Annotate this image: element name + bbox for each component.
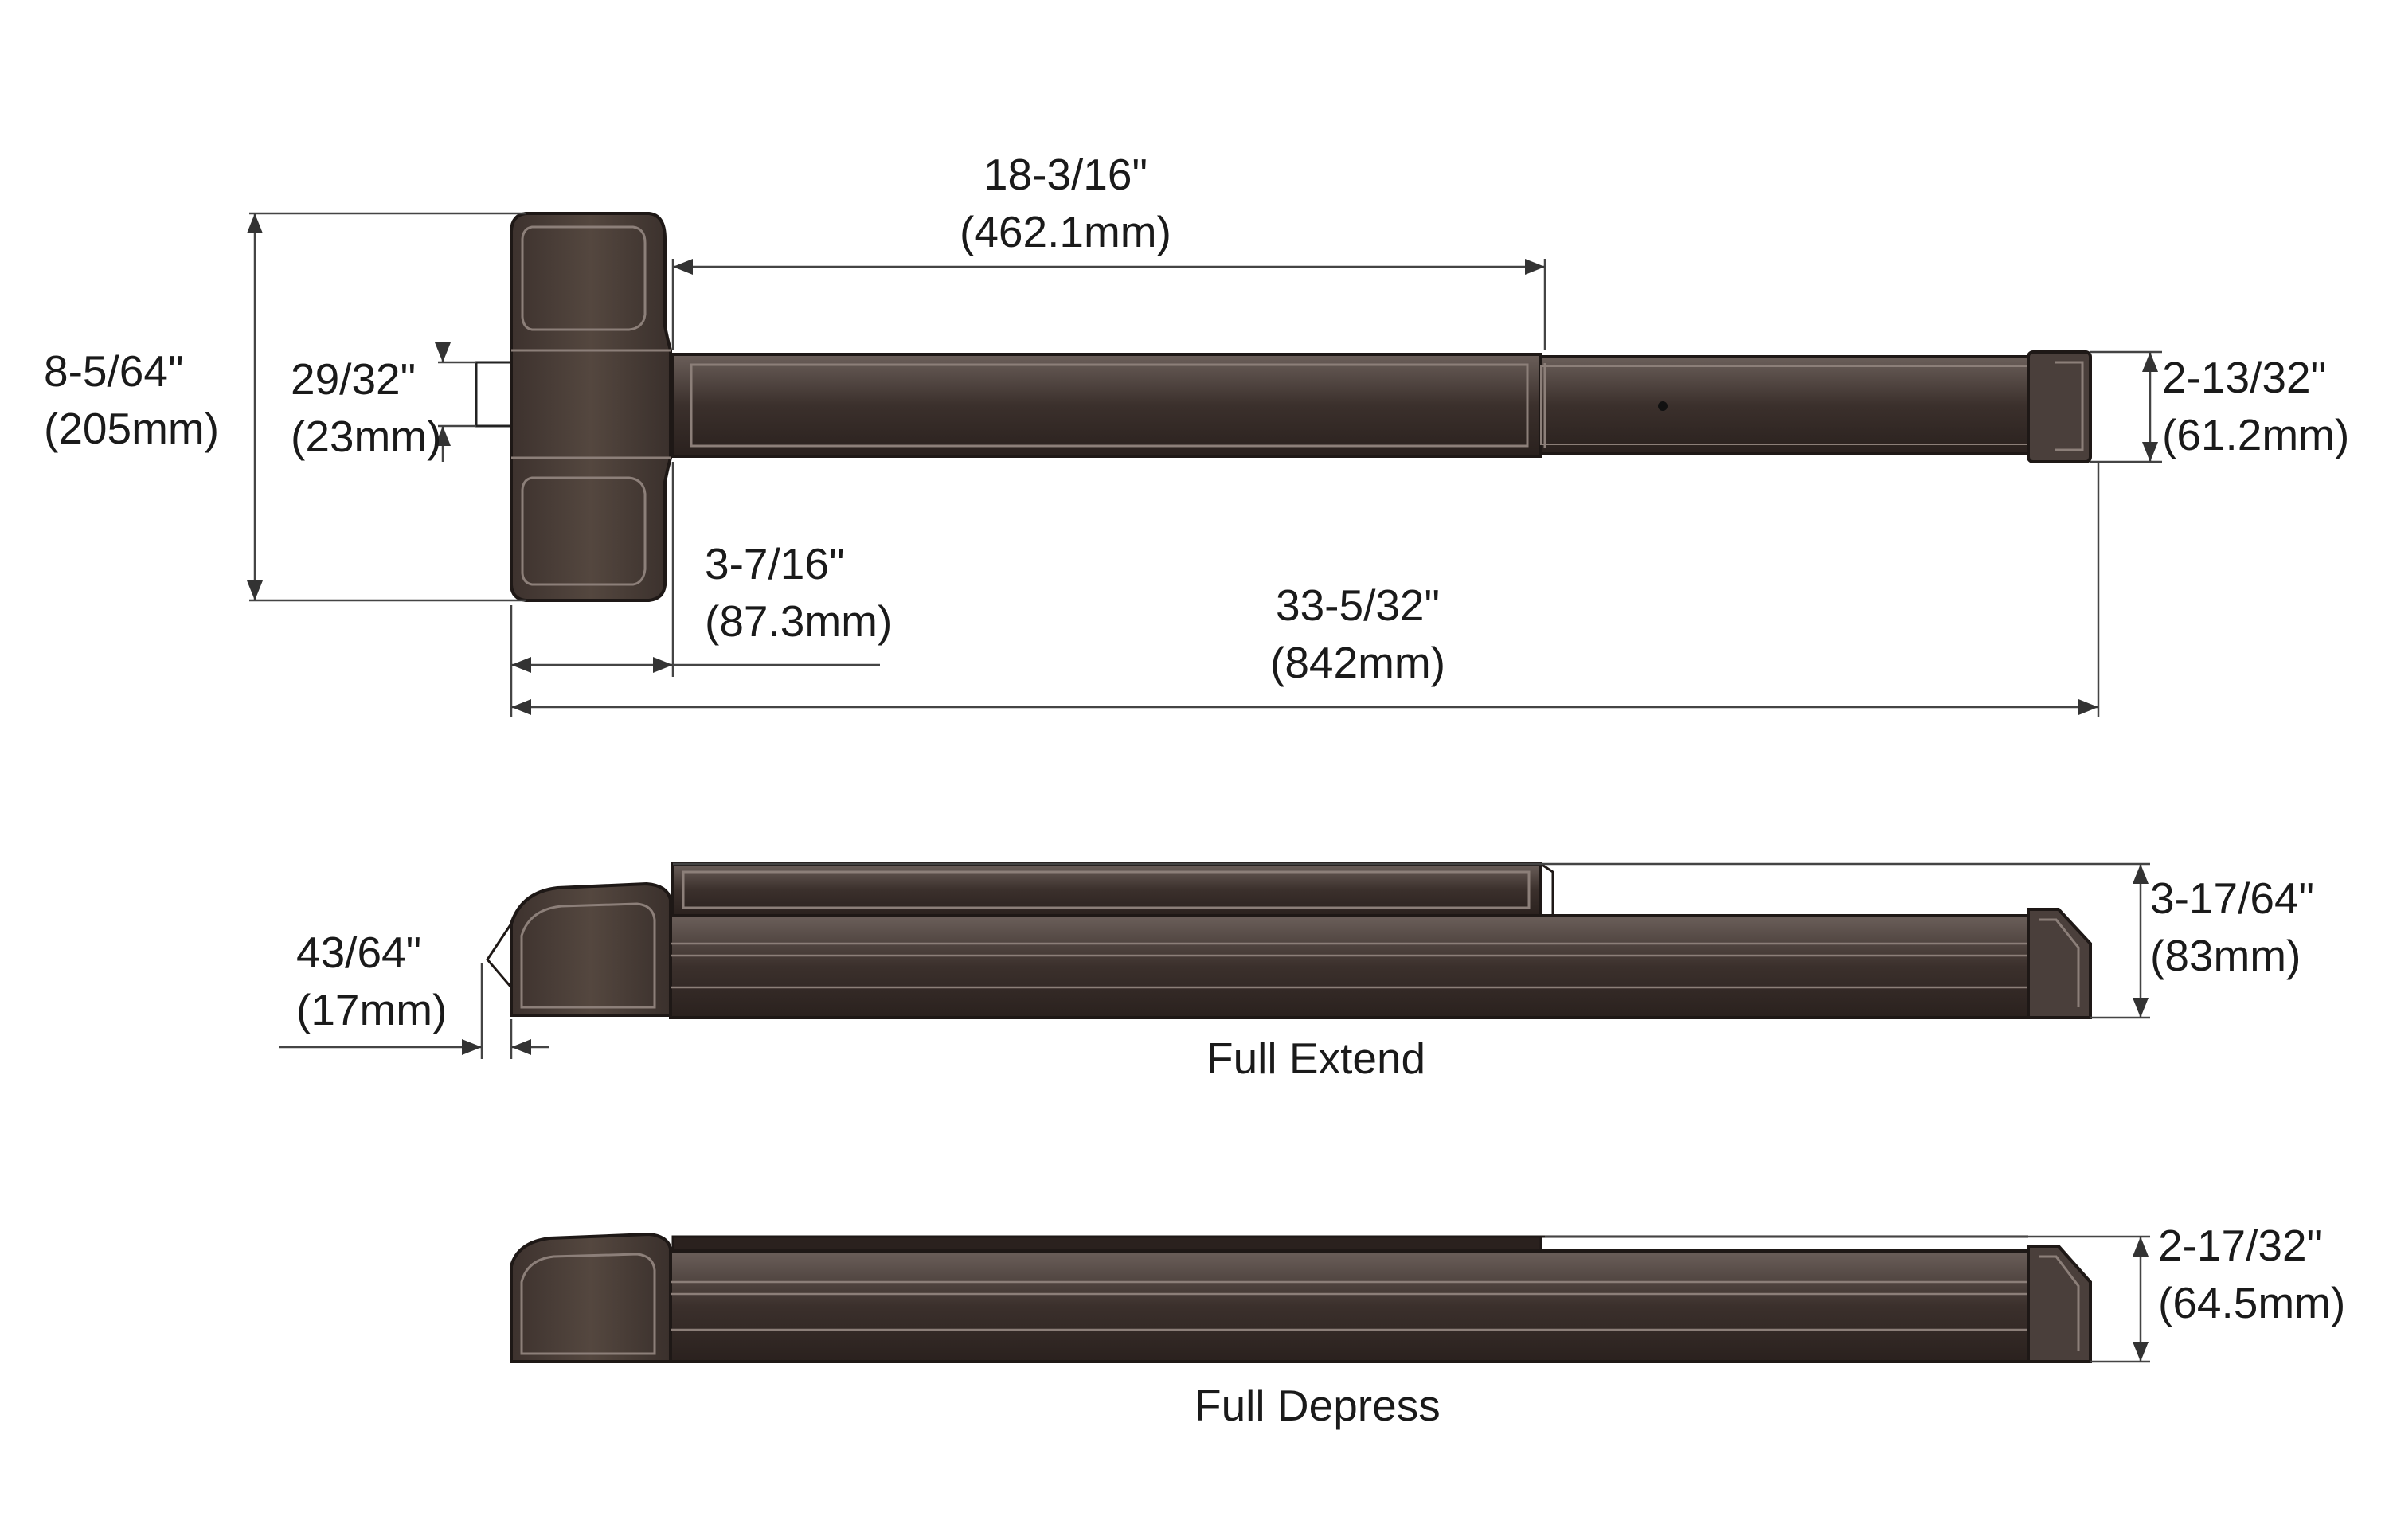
overall-height-mm: (205mm) <box>44 404 220 453</box>
depress-end-cap <box>2027 1245 2092 1363</box>
end-cap-height-in: 2-13/32" <box>2162 353 2327 402</box>
extend-height-in: 3-17/64" <box>2150 874 2315 923</box>
rail-segment-mm: (462.1mm) <box>960 207 1171 256</box>
end-cap <box>2027 350 2092 463</box>
top-view <box>247 212 2162 717</box>
head-depth-label: 3-7/16" (87.3mm) <box>705 535 892 650</box>
projection-in: 29/32" <box>291 354 416 404</box>
projection-mm: (23mm) <box>291 412 442 461</box>
depress-head <box>510 1232 672 1363</box>
depress-height-in: 2-17/32" <box>2158 1221 2323 1270</box>
head-depth-mm: (87.3mm) <box>705 596 893 646</box>
end-cap-height-mm: (61.2mm) <box>2162 410 2350 459</box>
head-depth-in: 3-7/16" <box>705 539 845 588</box>
extend-height-label: 3-17/64" (83mm) <box>2150 870 2314 984</box>
depress-height-mm: (64.5mm) <box>2158 1278 2346 1327</box>
lip-in: 43/64" <box>296 928 422 977</box>
overall-height-label: 8-5/64" (205mm) <box>44 342 219 457</box>
depress-rail <box>669 1249 2030 1363</box>
rail-body <box>1539 355 2030 455</box>
depress-height-label: 2-17/32" (64.5mm) <box>2158 1217 2345 1331</box>
dimension-lines-extend <box>279 862 2150 1059</box>
overall-length-label: 33-5/32" (842mm) <box>1270 577 1445 691</box>
depress-pad <box>671 1235 1542 1253</box>
lip-mm: (17mm) <box>296 985 448 1034</box>
lip-label: 43/64" (17mm) <box>296 924 447 1038</box>
rail-segment-label: 18-3/16" (462.1mm) <box>960 146 1171 260</box>
full-depress-caption: Full Depress <box>1194 1381 1441 1430</box>
push-pad <box>671 353 1542 458</box>
head-upper-pad <box>521 225 647 331</box>
extend-view <box>279 862 2150 1059</box>
projection-label: 29/32" (23mm) <box>291 350 441 465</box>
end-cap-height-label: 2-13/32" (61.2mm) <box>2162 349 2349 463</box>
extend-end-cap <box>2027 908 2092 1019</box>
extend-head <box>510 881 672 1017</box>
full-extend-caption: Full Extend <box>1206 1034 1426 1083</box>
mounting-stub <box>475 361 514 428</box>
dimension-lines-top <box>247 212 2162 717</box>
overall-length-in: 33-5/32" <box>1275 580 1441 630</box>
overall-length-mm: (842mm) <box>1270 638 1446 687</box>
head-housing <box>510 212 672 602</box>
rail-segment-in: 18-3/16" <box>983 150 1148 199</box>
dimension-lines-depress <box>1545 1235 2150 1363</box>
depress-view <box>510 1232 2150 1363</box>
head-lower-pad <box>521 476 647 586</box>
overall-height-in: 8-5/64" <box>44 346 184 396</box>
rail-screw <box>1658 401 1668 411</box>
extend-height-mm: (83mm) <box>2150 931 2301 980</box>
extend-rail <box>669 914 2030 1019</box>
